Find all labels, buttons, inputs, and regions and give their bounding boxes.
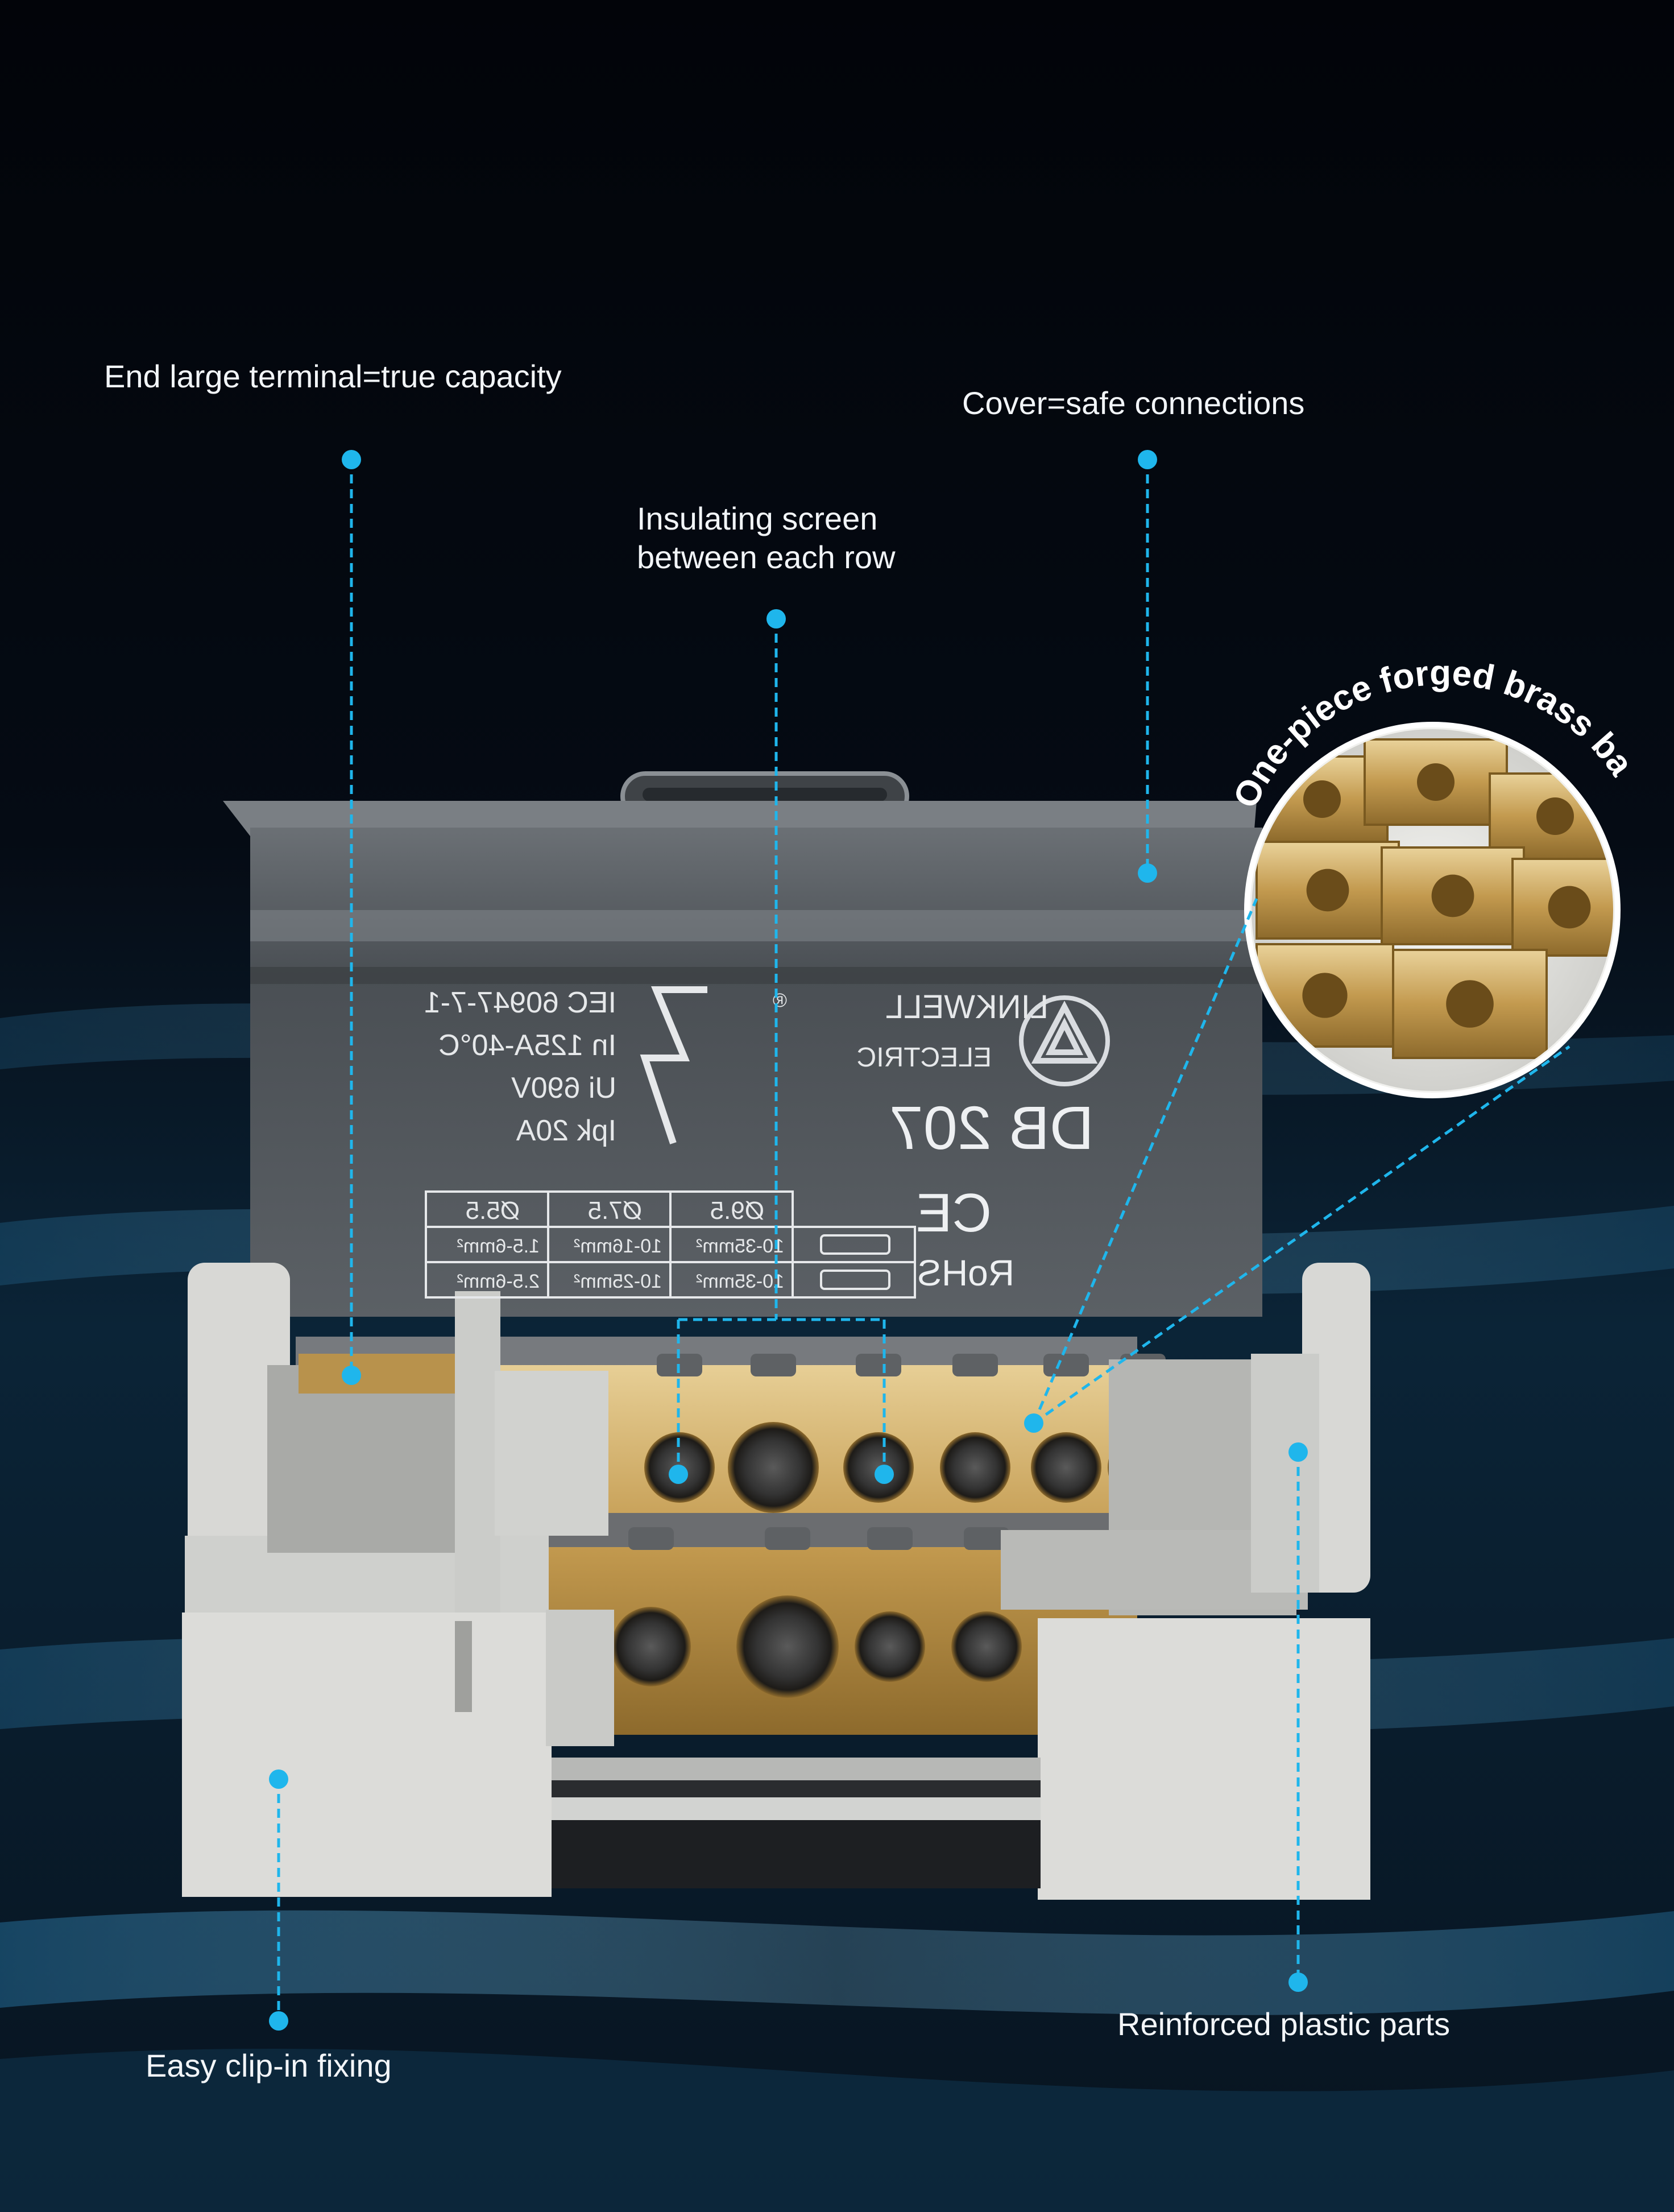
spec-table-cell: 10-25mm² (574, 1271, 662, 1292)
screw-hole (736, 1595, 839, 1698)
callout-dot (1288, 1973, 1308, 1992)
screw-hole (1031, 1432, 1101, 1503)
spec-table-cell: 10-35mm² (696, 1235, 784, 1257)
callout-reinforced-text: Reinforced plastic parts (1117, 2006, 1451, 2042)
ce-mark: CE (916, 1183, 992, 1243)
callout-end-terminal-text: End large terminal=true capacity (104, 358, 562, 394)
spec-table-header: Ø5.5 (466, 1197, 520, 1225)
callout-clip-in-text: Easy clip-in fixing (146, 2048, 392, 2083)
spec-line: Ui 690V (511, 1072, 616, 1105)
spec-table-header: Ø7.5 (588, 1197, 642, 1225)
spec-table-cell: 10-35mm² (696, 1271, 784, 1292)
callout-reinforced: Reinforced plastic parts (1117, 2005, 1450, 2044)
leader-line (1032, 898, 1258, 1424)
lightning-bolt-icon (640, 986, 707, 1144)
left-plastic-housing (182, 1263, 614, 1897)
callout-dot (1288, 1442, 1308, 1462)
callout-cover-text: Cover=safe connections (962, 385, 1305, 421)
spec-table-header: Ø9.5 (710, 1197, 764, 1225)
brass-block-hole (1303, 780, 1341, 818)
callout-insulating-screen: Insulating screen between each row (637, 499, 896, 577)
callout-dot (766, 609, 786, 629)
screw-head (964, 1527, 1009, 1550)
screw-head (856, 1354, 901, 1376)
screw-head (751, 1354, 796, 1376)
callout-dot (1138, 863, 1157, 883)
callout-dot (342, 450, 361, 469)
spec-line: IEC 60947-7-1 (424, 986, 616, 1019)
callout-dot (269, 1769, 288, 1789)
screw-head (765, 1527, 810, 1550)
background-wave (0, 1910, 1674, 2015)
callout-dot (669, 1465, 688, 1484)
brass-block-hole (1417, 763, 1455, 801)
rohs-mark: RoHS (917, 1252, 1014, 1293)
screw-row-bottom (611, 1527, 1022, 1698)
callout-dot (1024, 1413, 1043, 1433)
leader-line (1033, 1045, 1571, 1425)
cover-print: LINKWELL ® ELECTRIC DB 207 CE RoHS IEC 6… (424, 986, 1094, 1299)
brass-block-hole (1548, 886, 1591, 929)
screw-hole (855, 1611, 925, 1682)
screw-head (952, 1354, 998, 1376)
spec-table-cell: 1.5-6mm² (457, 1235, 540, 1257)
callout-dot (1138, 450, 1157, 469)
din-rail (552, 1758, 1041, 1888)
spec-line: Ipk 20A (516, 1114, 616, 1147)
callout-dot (342, 1366, 361, 1385)
spec-table-cell: 10-16mm² (574, 1235, 662, 1257)
brass-block (1511, 858, 1613, 957)
screw-head (867, 1527, 913, 1550)
callout-leader-lines (269, 450, 1571, 2031)
callout-end-terminal: End large terminal=true capacity (104, 357, 562, 396)
spec-table-cell: 2.5-6mm² (457, 1271, 540, 1292)
screw-hole (611, 1607, 691, 1686)
brand-name: LINKWELL (885, 989, 1049, 1026)
sub-brand-name: ELECTRIC (857, 1043, 992, 1073)
screw-hole (940, 1432, 1010, 1503)
brass-block-hole (1446, 980, 1494, 1028)
callout-insulating-line-2: between each row (637, 539, 896, 575)
screw-head (628, 1527, 674, 1550)
cable-ferrule-icon (820, 1234, 890, 1255)
screw-hole (728, 1422, 819, 1513)
brass-block-hole (1536, 797, 1574, 835)
model-number: DB 207 (889, 1093, 1094, 1162)
background-wave (0, 2049, 1674, 2212)
brass-block (1392, 949, 1548, 1059)
brass-block-hole (1306, 869, 1349, 912)
screw-hole (951, 1611, 1022, 1682)
spec-line: In 125A-40°C (438, 1029, 616, 1062)
brass-bar-zoom-bubble (1244, 722, 1621, 1098)
callout-clip-in: Easy clip-in fixing (146, 2046, 392, 2085)
spec-table: Ø9.5 Ø7.5 Ø5.5 10-35mm² 10-16mm² 1.5-6mm² 10-3… (425, 1190, 916, 1299)
callout-dot (269, 2011, 288, 2031)
brass-block-hole (1302, 973, 1348, 1018)
cable-ferrule-icon (820, 1270, 890, 1290)
callout-dot (875, 1465, 894, 1484)
screw-head (1043, 1354, 1089, 1376)
callout-cover: Cover=safe connections (962, 384, 1304, 423)
right-plastic-housing (1038, 1263, 1370, 1900)
brass-block-hole (1431, 874, 1474, 917)
linkwell-logo (1019, 995, 1110, 1086)
callout-insulating-line-1: Insulating screen (637, 501, 878, 536)
